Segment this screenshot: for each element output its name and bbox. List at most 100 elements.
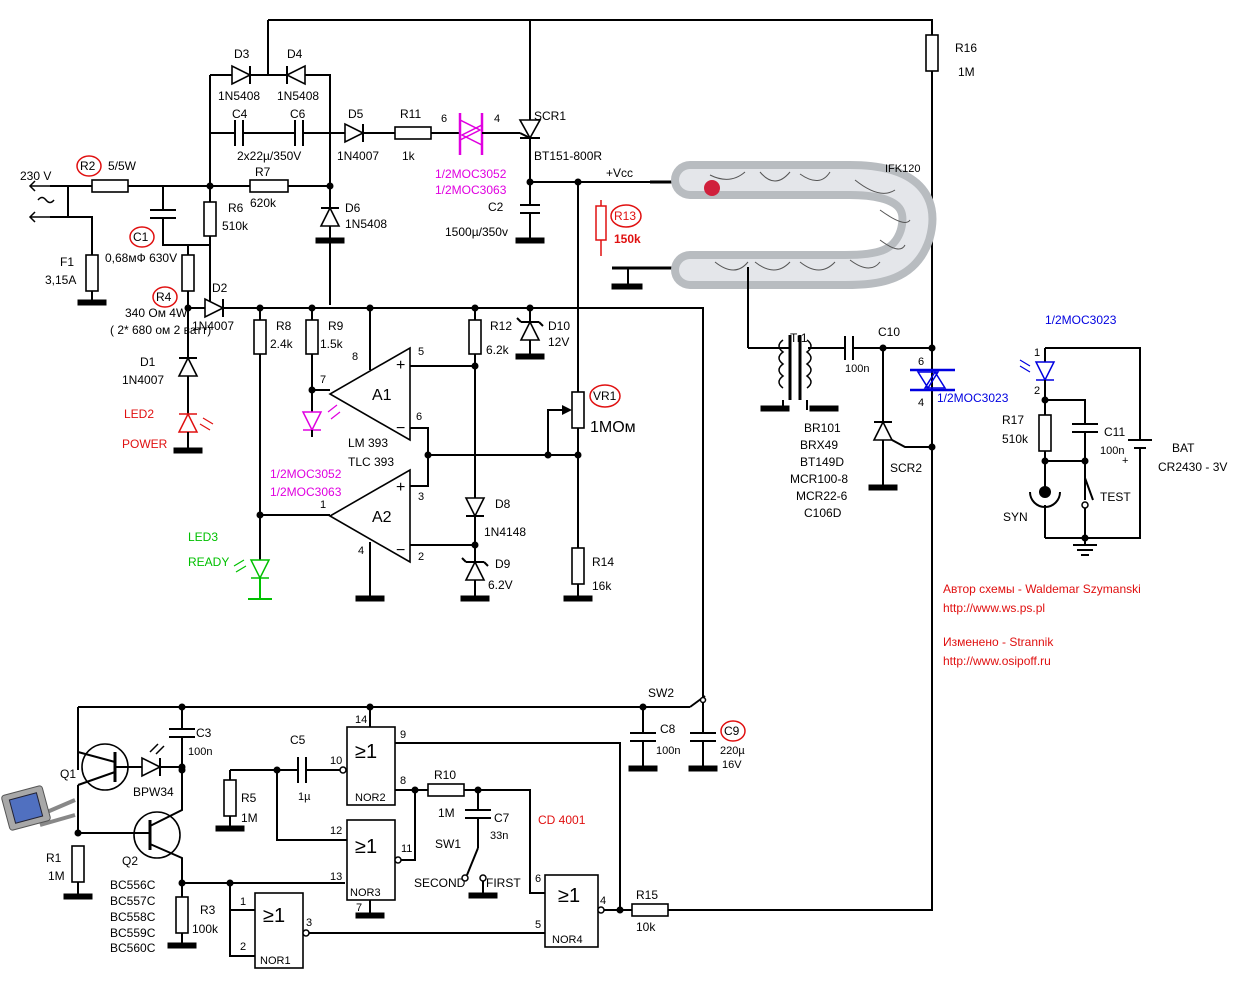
nor3-label: NOR3: [350, 887, 381, 899]
credit-url2[interactable]: http://www.osipoff.ru: [943, 654, 1051, 668]
diode-d1: [177, 356, 199, 377]
a1-pin7: 7: [320, 374, 326, 386]
capacitor-c7: [465, 809, 491, 819]
scr2-thyristor: [872, 420, 932, 487]
r14-value: 16k: [592, 579, 612, 593]
r6-value: 510k: [222, 219, 249, 233]
scr1-thyristor: [518, 110, 542, 182]
c2-value: 1500µ/350v: [445, 225, 508, 239]
r5-value: 1M: [241, 811, 258, 825]
resistor-r10: [427, 783, 465, 797]
a1-label: A1: [372, 387, 392, 404]
d5-value: 1N4007: [337, 149, 379, 163]
scr2-type-1: BRX49: [800, 438, 838, 452]
nor1-pin2: 2: [240, 941, 246, 953]
opto-led-pin2: 2: [1034, 385, 1040, 397]
syn-label: SYN: [1003, 510, 1028, 524]
resistor-r13: [595, 205, 607, 241]
credit-url1[interactable]: http://www.ws.ps.pl: [943, 601, 1045, 615]
resistor-r6: [203, 201, 217, 237]
c9-name: C9: [724, 724, 740, 738]
opto-led-blue-icon: [1019, 359, 1056, 382]
vr1-value: 1MОм: [590, 419, 636, 436]
capacitor-c6: [294, 120, 304, 146]
resistor-r5: [223, 779, 237, 817]
resistor-r3: [175, 896, 189, 934]
led2-label: POWER: [122, 437, 168, 451]
r11-value: 1k: [402, 149, 416, 163]
a1-plus: +: [396, 357, 405, 374]
q-type-3: BC559C: [110, 926, 156, 940]
f1-name: F1: [60, 255, 74, 269]
d9-value: 6.2V: [488, 578, 513, 592]
nor1-symbol: ≥1: [263, 905, 285, 927]
nor2-pin8: 8: [400, 775, 406, 787]
lamp-label: IFK120: [885, 163, 920, 175]
resistor-r11: [394, 126, 432, 140]
opto-triac-right: [910, 368, 955, 392]
bat-plus: +: [1122, 455, 1128, 467]
syn-jack-icon[interactable]: [1029, 486, 1061, 508]
nor2-label: NOR2: [355, 792, 386, 804]
nor-gate-2: [346, 726, 396, 806]
comparator-a1: [328, 346, 411, 442]
r4-name: R4: [156, 290, 172, 304]
test-switch[interactable]: [1081, 477, 1094, 509]
potentiometer-vr1[interactable]: [571, 391, 585, 429]
nor3-symbol: ≥1: [355, 836, 377, 858]
mains-voltage: 230 V: [20, 169, 51, 183]
f1-value: 3,15A: [45, 273, 76, 287]
nor4-pin5: 5: [535, 919, 541, 931]
cd4001-label: CD 4001: [538, 813, 586, 827]
c11-name: C11: [1104, 425, 1125, 439]
d3-value: 1N5408: [218, 89, 260, 103]
c4-name: C4: [232, 107, 248, 121]
r2-value: 5/5W: [108, 159, 137, 173]
nor2-pin14: 14: [355, 714, 367, 726]
r6-name: R6: [228, 201, 244, 215]
a1-pin5: 5: [418, 346, 424, 358]
sw1-switch[interactable]: [461, 847, 487, 882]
a1-minus: −: [396, 420, 405, 437]
resistor-r7: [249, 179, 289, 193]
resistor-r12: [468, 319, 482, 355]
sw2-switch[interactable]: [689, 695, 707, 708]
diode-d6: [319, 206, 341, 227]
r15-name: R15: [636, 888, 658, 902]
capacitor-c4: [234, 120, 244, 146]
r14-name: R14: [592, 555, 614, 569]
nor3-pin13: 13: [330, 871, 342, 883]
c2-name: C2: [488, 200, 504, 214]
r3-value: 100k: [192, 922, 219, 936]
c4-c6-value: 2x22µ/350V: [237, 149, 301, 163]
nor-gate-3: [346, 819, 396, 901]
scr2-type-3: MCR100-8: [790, 472, 848, 486]
q-type-1: BC557C: [110, 894, 156, 908]
sw1-first[interactable]: FIRST: [486, 876, 521, 890]
scr1-name: SCR1: [534, 109, 566, 123]
opto-right-pin4: 4: [918, 397, 924, 409]
comparator-a2: [328, 468, 411, 564]
led2-power-icon: [177, 412, 214, 433]
zener-d10: [519, 320, 541, 341]
diode-d5: [344, 122, 365, 144]
r12-name: R12: [490, 319, 512, 333]
opto-top-moc3052: 1/2MOC3052: [435, 167, 507, 181]
credit-author: Автор схемы - Waldemar Szymanski: [943, 582, 1141, 596]
c10-value: 100n: [845, 363, 869, 375]
diode-d4: [285, 64, 306, 86]
sw1-second[interactable]: SECOND: [414, 876, 466, 890]
opto-right-pin6: 6: [918, 356, 924, 368]
r9-value: 1.5k: [320, 337, 344, 351]
scr2-type-5: C106D: [804, 506, 842, 520]
a1-pin6: 6: [416, 411, 422, 423]
nor1-pin3: 3: [306, 917, 312, 929]
c11-value: 100n: [1100, 445, 1124, 457]
nor3-pin12: 12: [330, 825, 342, 837]
flash-tube-ifk120: [612, 161, 937, 348]
a2-pin4: 4: [358, 545, 364, 557]
c7-value: 33n: [490, 830, 508, 842]
r1-name: R1: [46, 851, 62, 865]
scr2-type-0: BR101: [804, 421, 841, 435]
